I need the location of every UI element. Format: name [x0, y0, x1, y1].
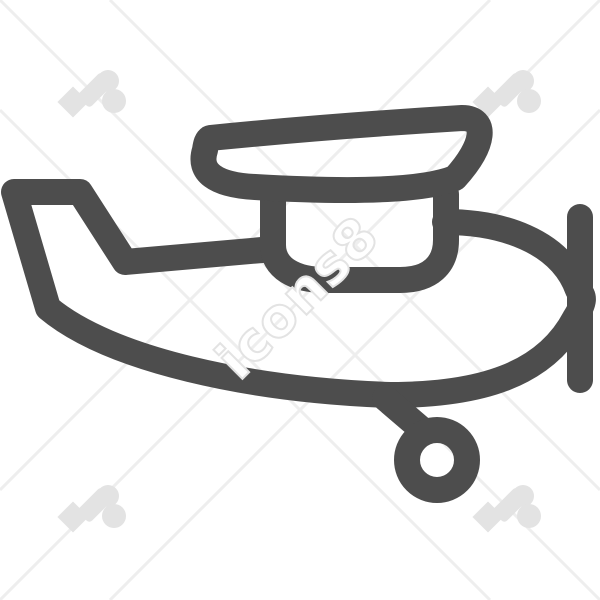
icons8-logo-icon [472, 70, 541, 118]
airplane-icon [1, 105, 596, 503]
cockpit-window-shape [260, 181, 459, 293]
icons8-logo-icon [57, 70, 126, 118]
watermark-logos [57, 70, 541, 533]
landing-gear-strut-shape [372, 385, 433, 441]
icons8-logo-icon [57, 485, 126, 533]
canopy-shape [190, 105, 493, 204]
wheel-shape [394, 417, 480, 503]
icons8-logo-icon [472, 485, 541, 533]
